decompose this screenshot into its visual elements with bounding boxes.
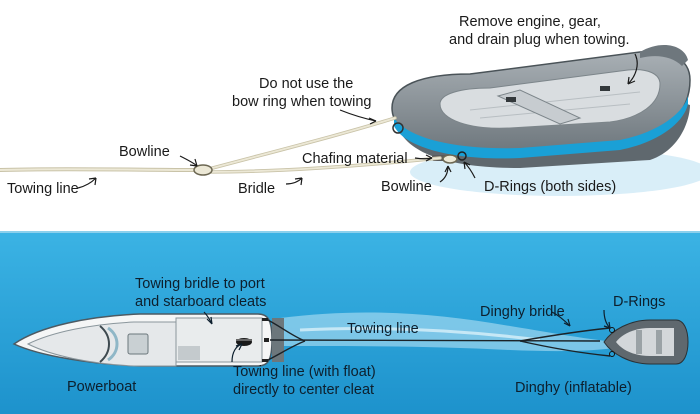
d-ring-port-icon [609, 327, 615, 333]
top-ropes [0, 116, 458, 176]
label-dinghy-inflatable: Dinghy (inflatable) [515, 380, 632, 396]
label-towing-bridle-1: Towing bridle to port [135, 276, 265, 292]
label-chafing-material: Chafing material [302, 151, 408, 167]
top-leaders [77, 53, 638, 189]
bottom-ropes [265, 318, 611, 362]
top-panel: Remove engine, gear, and drain plug when… [0, 14, 700, 197]
label-bowline-left: Bowline [119, 144, 170, 160]
label-towing-line-bottom: Towing line [347, 321, 419, 337]
bowline-knot-right [442, 154, 458, 164]
label-bow-ring-1: Do not use the [259, 76, 353, 92]
label-powerboat: Powerboat [67, 379, 136, 395]
bottom-panel: Towing bridle to port and starboard clea… [0, 231, 700, 414]
d-ring-icon [457, 151, 467, 161]
label-float-line-1: Towing line (with float) [233, 364, 376, 380]
label-towing-bridle-2: and starboard cleats [135, 294, 266, 310]
label-float-line-2: directly to center cleat [233, 382, 374, 398]
inflatable-dinghy-bottom [603, 319, 689, 365]
powerboat [12, 313, 284, 367]
label-bridle: Bridle [238, 181, 275, 197]
label-towing-line-top: Towing line [7, 181, 79, 197]
label-dinghy-bridle: Dinghy bridle [480, 304, 565, 320]
label-d-rings-both-sides: D-Rings (both sides) [484, 179, 616, 195]
bow-ring-icon [392, 122, 404, 134]
label-d-rings: D-Rings [613, 294, 665, 310]
bottom-leaders [203, 309, 611, 363]
bowline-knot-left [193, 164, 213, 176]
d-ring-starboard-icon [609, 351, 615, 357]
label-bow-ring-2: bow ring when towing [232, 94, 371, 110]
label-bowline-right: Bowline [381, 179, 432, 195]
label-remove-engine-2: and drain plug when towing. [449, 32, 630, 48]
inflatable-dinghy-top [391, 45, 691, 168]
label-remove-engine-1: Remove engine, gear, [459, 14, 601, 30]
